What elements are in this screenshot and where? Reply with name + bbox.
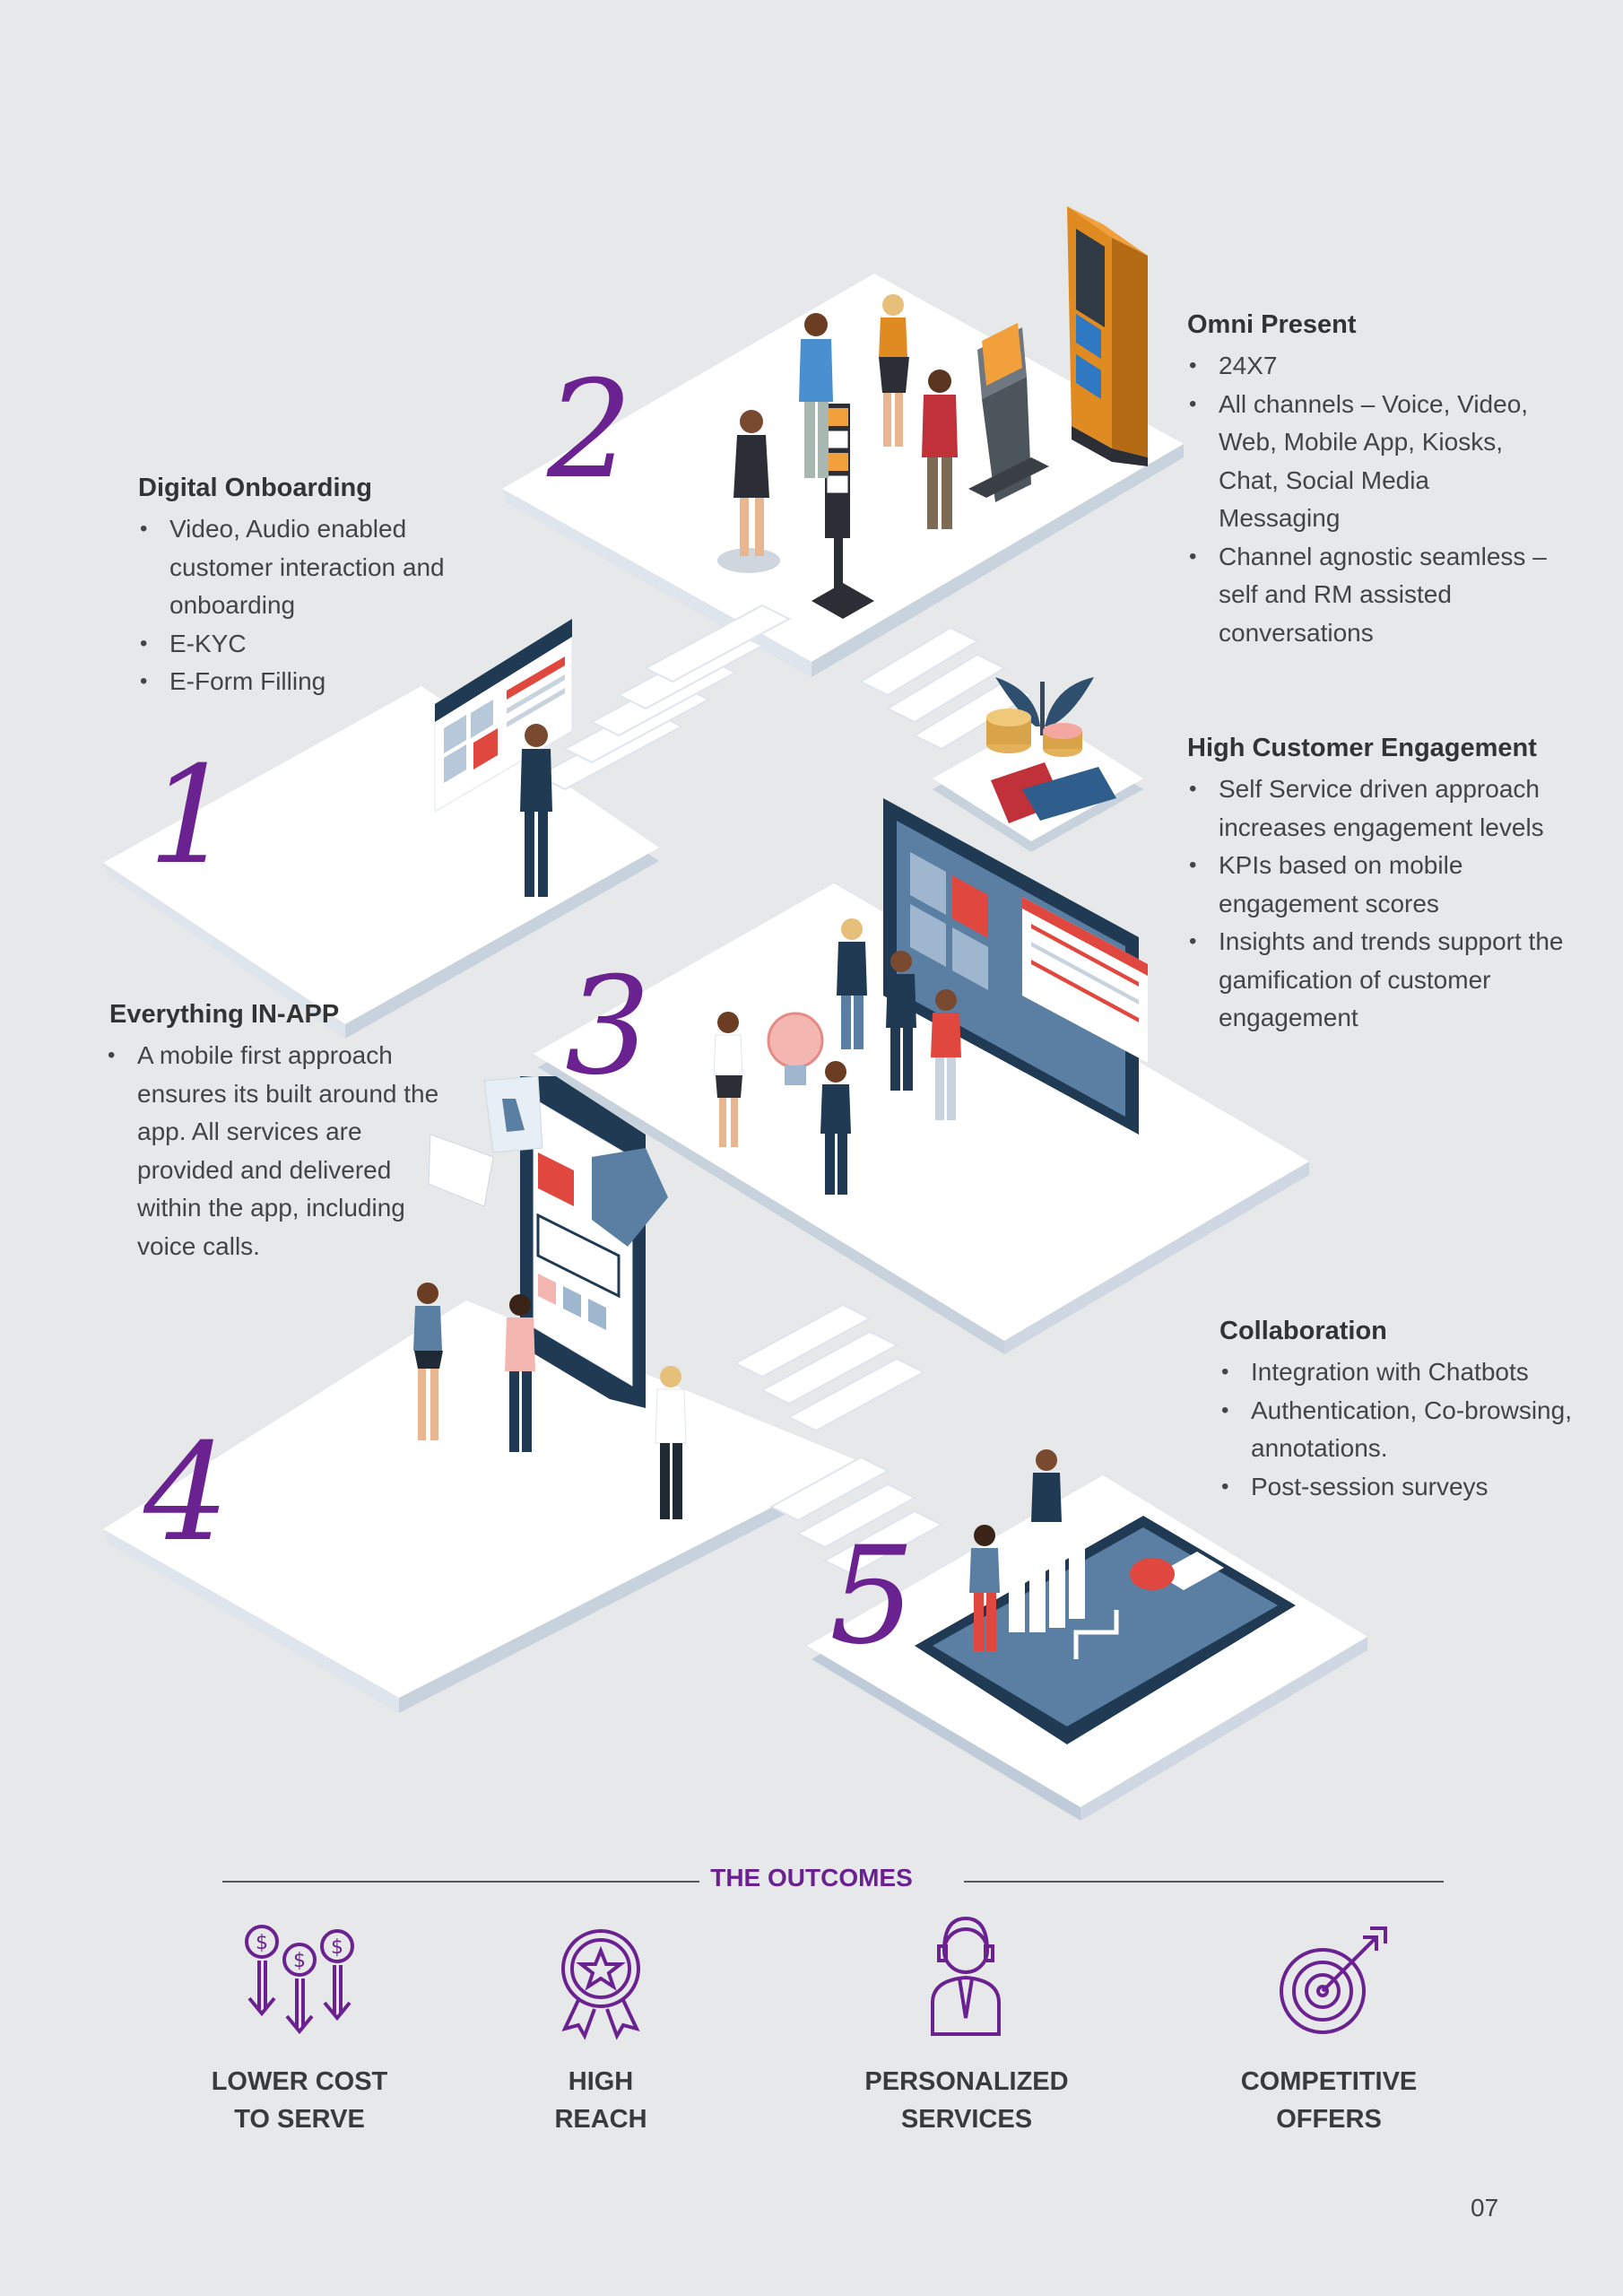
lightbulb-illustration [767, 1012, 824, 1085]
bullet-item: Video, Audio enabled customer interactio… [138, 510, 488, 625]
outcomes-title: THE OUTCOMES [710, 1864, 913, 1892]
section-title: High Customer Engagement [1187, 734, 1537, 762]
bullet-item: E-KYC [138, 625, 488, 664]
stairs [535, 604, 1034, 1576]
section-collaboration: Collaboration Integration with Chatbots … [1219, 1317, 1596, 1506]
outcome-label-line: LOWER COST [211, 2067, 388, 2096]
outcome-label-line: REACH [554, 2105, 647, 2134]
mobile-phone-illustration [428, 1075, 668, 1408]
section-title: Everything IN-APP [109, 1000, 340, 1029]
section-digital-onboarding: Digital Onboarding Video, Audio enabled … [138, 474, 488, 701]
kiosk-illustration [1067, 206, 1148, 466]
svg-text:$: $ [331, 1936, 343, 1959]
bullet-item: Authentication, Co-browsing, annotations… [1219, 1392, 1596, 1468]
bullet-item: Self Service driven approach increases e… [1187, 770, 1564, 847]
outcome-label-line: HIGH [568, 2067, 634, 2096]
bullet-list: Self Service driven approach increases e… [1187, 770, 1564, 1038]
bullet-item: Channel agnostic seamless – self and RM … [1187, 538, 1550, 653]
analytics-tablet-illustration [915, 1498, 1296, 1744]
bullet-list: 24X7 All channels – Voice, Video, Web, M… [1187, 347, 1550, 652]
atm-stand-illustration [968, 323, 1049, 502]
outcome-label-line: COMPETITIVE [1240, 2067, 1418, 2096]
award-badge-icon [561, 1929, 640, 2040]
step-number-5: 5 [829, 1518, 916, 1674]
step-number-3: 3 [565, 949, 651, 1105]
people-group-4 [413, 1283, 687, 1519]
section-omni-present: Omni Present 24X7 All channels – Voice, … [1187, 310, 1550, 652]
outcome-lower-cost: LOWER COST TO SERVE [156, 2063, 443, 2138]
tablet-screen-illustration [883, 798, 1148, 1135]
bullet-item: All channels – Voice, Video, Web, Mobile… [1187, 386, 1550, 538]
bullet-item: Insights and trends support the gamifica… [1187, 923, 1564, 1038]
section-title: Omni Present [1187, 310, 1357, 339]
bullet-item: Integration with Chatbots [1219, 1353, 1596, 1392]
platform-3 [534, 883, 1309, 1354]
outcome-competitive-offers: COMPETITIVE OFFERS [1185, 2063, 1472, 2138]
outcome-label-line: PERSONALIZED [864, 2067, 1069, 2096]
step-number-2: 2 [547, 352, 633, 509]
brochure-stand-illustration [812, 404, 874, 619]
person-platform-1 [520, 724, 552, 897]
svg-text:$: $ [256, 1932, 268, 1954]
bullet-item: A mobile first approach ensures its buil… [106, 1037, 446, 1265]
bullet-list: Video, Audio enabled customer interactio… [138, 510, 488, 701]
people-group-2 [717, 294, 958, 573]
bullet-item: KPIs based on mobile engagement scores [1187, 847, 1564, 923]
coins-plant-illustration [986, 677, 1116, 823]
service-agent-icon [931, 1916, 1001, 2036]
bullet-item: 24X7 [1187, 347, 1550, 386]
step-number-4: 4 [143, 1415, 230, 1571]
page-number: 07 [1471, 2194, 1499, 2222]
outcome-label-line: OFFERS [1276, 2105, 1382, 2134]
outcome-label-line: TO SERVE [234, 2105, 365, 2134]
bullet-list: A mobile first approach ensures its buil… [106, 1037, 446, 1265]
step-number-1: 1 [148, 738, 234, 894]
bullet-item: Post-session surveys [1219, 1468, 1596, 1507]
outcome-high-reach: HIGH REACH [457, 2063, 744, 2138]
svg-text:$: $ [293, 1950, 306, 1972]
coins-down-icon: $ $ $ [245, 1925, 354, 2035]
outcome-label-line: SERVICES [900, 2105, 1033, 2134]
section-high-customer-engagement: High Customer Engagement Self Service dr… [1187, 734, 1564, 1038]
outcome-personalized-services: PERSONALIZED SERVICES [823, 2063, 1110, 2138]
section-everything-in-app: Everything IN-APP A mobile first approac… [106, 1000, 446, 1265]
bullet-list: Integration with Chatbots Authentication… [1219, 1353, 1596, 1506]
people-group-5 [969, 1449, 1062, 1651]
section-title: Digital Onboarding [138, 474, 372, 502]
bullet-item: E-Form Filling [138, 663, 488, 701]
section-title: Collaboration [1219, 1317, 1387, 1345]
people-group-3 [713, 918, 961, 1195]
target-icon [1280, 1926, 1387, 2034]
